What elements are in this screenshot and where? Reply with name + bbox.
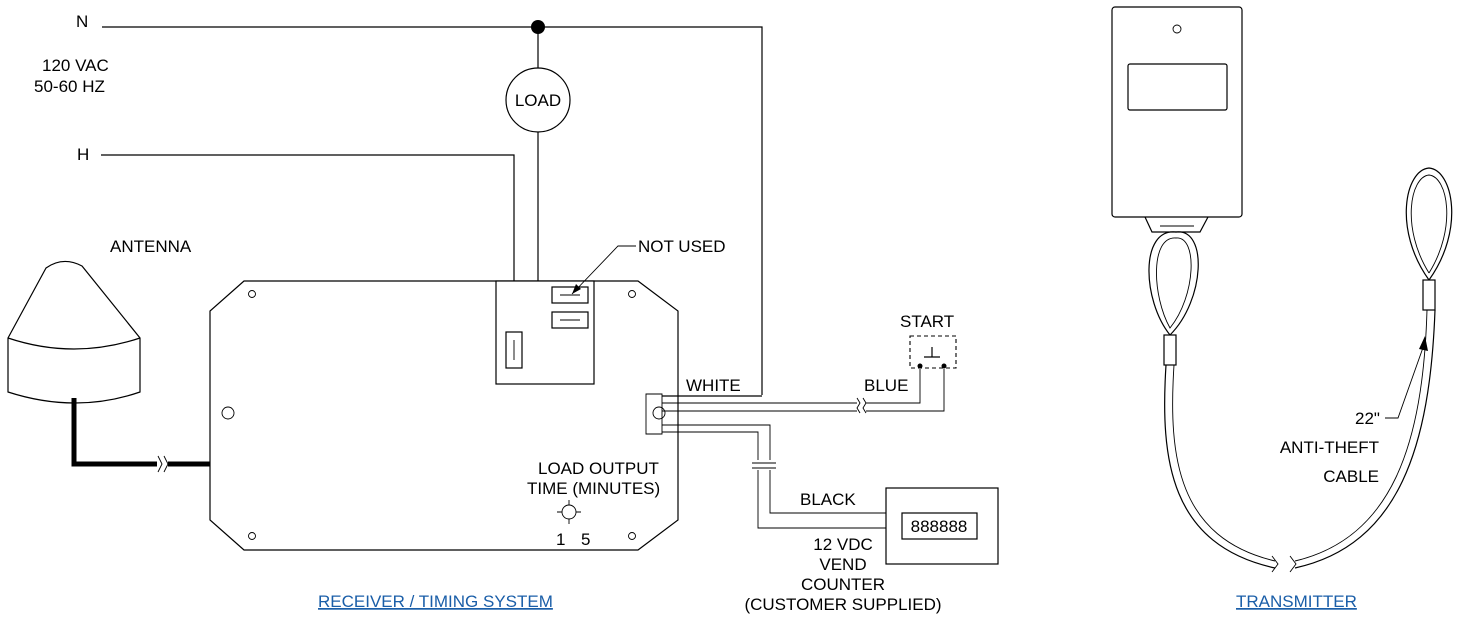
dial-label-line1: LOAD OUTPUT — [538, 459, 659, 478]
cable-length-label: 22" — [1355, 409, 1380, 428]
side-hole-right — [652, 406, 666, 420]
black-wire-b-cont — [757, 470, 886, 529]
transmitter-caption[interactable]: TRANSMITTER — [1236, 592, 1357, 611]
start-terminal-left — [917, 363, 923, 369]
frequency-label: 50-60 HZ — [34, 77, 105, 96]
counter-display-frame — [901, 512, 978, 540]
transmitter-window — [1127, 63, 1228, 111]
counter-label-line4: (CUSTOMER SUPPLIED) — [744, 595, 941, 614]
transmitter-body — [1111, 6, 1243, 218]
transmitter: 22" ANTI-THEFT CABLE TRANSMITTER — [1111, 6, 1453, 611]
black-wire-label: BLACK — [800, 490, 856, 509]
counter-label-line2: VEND — [819, 555, 866, 574]
mount-hole-tr — [628, 290, 636, 298]
blue-wire-label: BLUE — [864, 376, 908, 395]
anti-theft-cable — [1148, 167, 1453, 573]
receiver-caption[interactable]: RECEIVER / TIMING SYSTEM — [318, 592, 553, 611]
blue-wire-b-cont — [866, 369, 945, 412]
neutral-label: N — [76, 12, 88, 31]
receiver-housing — [209, 280, 679, 551]
vend-counter: 888888 12 VDC VEND COUNTER (CUSTOMER SUP… — [744, 487, 999, 614]
start-label: START — [900, 312, 954, 331]
antenna-cable-break — [157, 455, 169, 473]
side-hole-left — [221, 406, 235, 420]
dial-max-label: 5 — [581, 530, 590, 549]
supply-wiring: N 120 VAC 50-60 HZ H — [34, 12, 763, 395]
antenna-label: ANTENNA — [110, 237, 192, 256]
blue-wire-a-cont — [866, 369, 921, 404]
counter-display: 888888 — [911, 517, 968, 536]
mount-hole-br — [628, 532, 636, 540]
hot-label: H — [77, 145, 89, 164]
dial-min-label: 1 — [556, 530, 565, 549]
cable-label-line2: CABLE — [1323, 467, 1379, 486]
blue-cable-break — [856, 397, 867, 414]
cable-grommet — [645, 393, 663, 435]
voltage-label: 120 VAC — [42, 56, 109, 75]
black-wire-a — [662, 424, 771, 460]
white-wire-label: WHITE — [686, 376, 741, 395]
dial-label-line2: TIME (MINUTES) — [527, 479, 660, 498]
antenna-dome — [7, 260, 141, 404]
black-wire-b — [662, 431, 759, 460]
mount-hole-tl — [248, 290, 256, 298]
load-label: LOAD — [515, 91, 561, 110]
antenna-cable — [71, 398, 157, 467]
black-cable-break — [752, 462, 776, 469]
cable-label-line1: ANTI-THEFT — [1280, 438, 1379, 457]
time-dial-knob[interactable] — [557, 500, 581, 524]
receiver-unit: NOT USED LOAD OUTPUT TIME (MINUTES) 1 5 … — [209, 237, 726, 611]
start-terminal-right — [941, 363, 947, 369]
transmitter-strap — [1144, 216, 1209, 233]
counter-label-line1: 12 VDC — [813, 535, 873, 554]
counter-label-line3: COUNTER — [801, 575, 885, 594]
not-used-arrow — [572, 284, 581, 294]
mount-hole-bl — [248, 532, 256, 540]
output-cables: WHITE BLUE BLACK — [662, 369, 945, 529]
not-used-label: NOT USED — [638, 237, 726, 256]
hot-wire — [101, 154, 515, 332]
start-switch: START — [900, 312, 957, 369]
neutral-wire — [102, 26, 763, 395]
cable-length-arrow — [1419, 336, 1428, 351]
transmitter-hole — [1172, 24, 1182, 34]
cable-length-leader — [1385, 341, 1426, 419]
start-switch-housing — [909, 335, 957, 369]
antenna-dome-rim — [7, 337, 141, 350]
start-switch-contact — [924, 347, 940, 358]
not-used-leader — [571, 245, 636, 295]
antenna: ANTENNA — [7, 237, 241, 474]
black-wire-a-cont — [769, 470, 886, 514]
